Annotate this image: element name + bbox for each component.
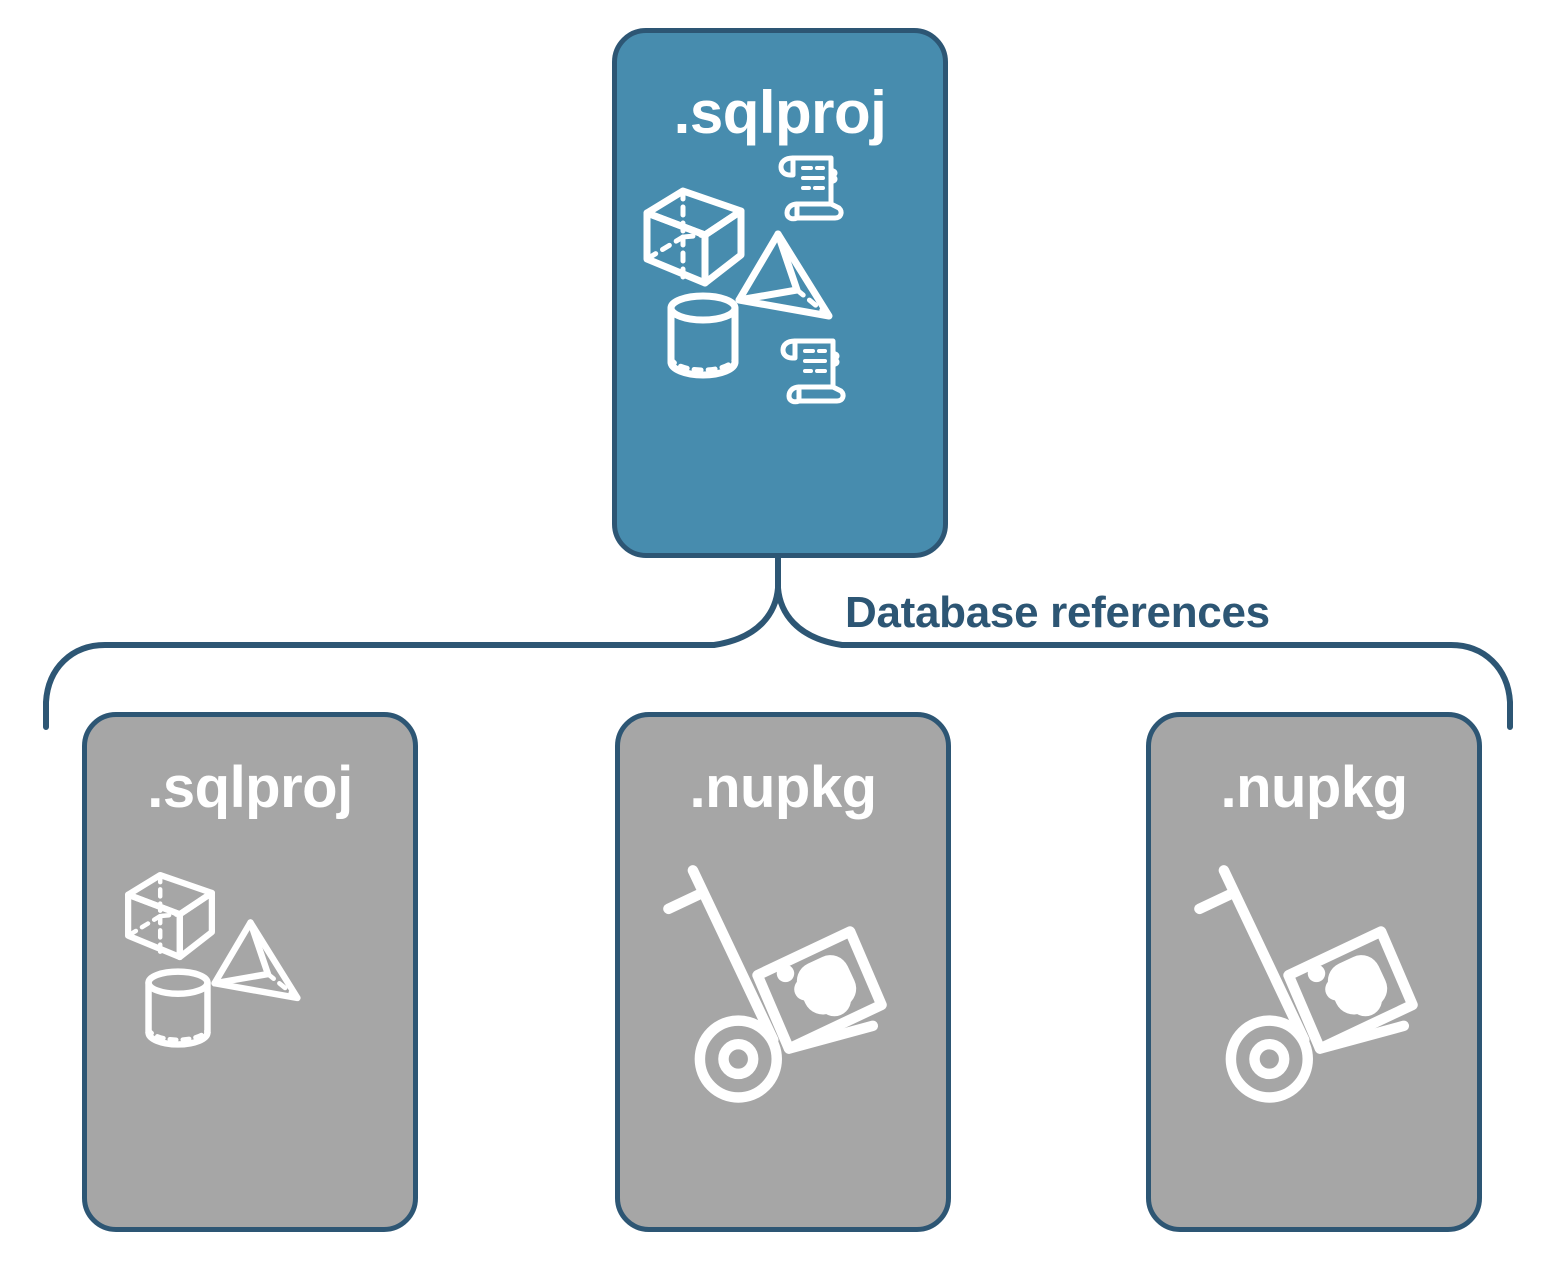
node-title-ref-nupkg-2: .nupkg xyxy=(1220,755,1408,820)
scroll-icon xyxy=(778,155,844,222)
node-ref-nupkg-1[interactable]: .nupkg xyxy=(615,712,951,1232)
node-ref-nupkg-2[interactable]: .nupkg xyxy=(1146,712,1482,1232)
scroll-icon xyxy=(780,338,846,405)
brace-label-database-references: Database references xyxy=(845,588,1270,637)
cylinder-icon xyxy=(667,292,739,379)
node-artwork-ref-sqlproj xyxy=(87,817,413,1227)
node-title-root: .sqlproj xyxy=(673,79,887,146)
node-ref-sqlproj[interactable]: .sqlproj xyxy=(82,712,418,1232)
pyramid-icon xyxy=(211,919,301,1002)
nuget-package-icon xyxy=(1194,865,1418,1103)
cube-icon xyxy=(125,871,215,961)
node-title-ref-sqlproj: .sqlproj xyxy=(147,755,353,820)
nuget-package-icon xyxy=(663,865,887,1103)
node-artwork-root xyxy=(617,143,943,553)
pyramid-icon xyxy=(735,230,833,320)
node-title-ref-nupkg-1: .nupkg xyxy=(689,755,877,820)
node-artwork-ref-nupkg-1 xyxy=(620,817,946,1227)
node-root-sqlproj[interactable]: .sqlproj xyxy=(612,28,948,558)
cylinder-icon xyxy=(145,968,211,1048)
cube-icon xyxy=(643,187,745,287)
node-artwork-ref-nupkg-2 xyxy=(1151,817,1477,1227)
